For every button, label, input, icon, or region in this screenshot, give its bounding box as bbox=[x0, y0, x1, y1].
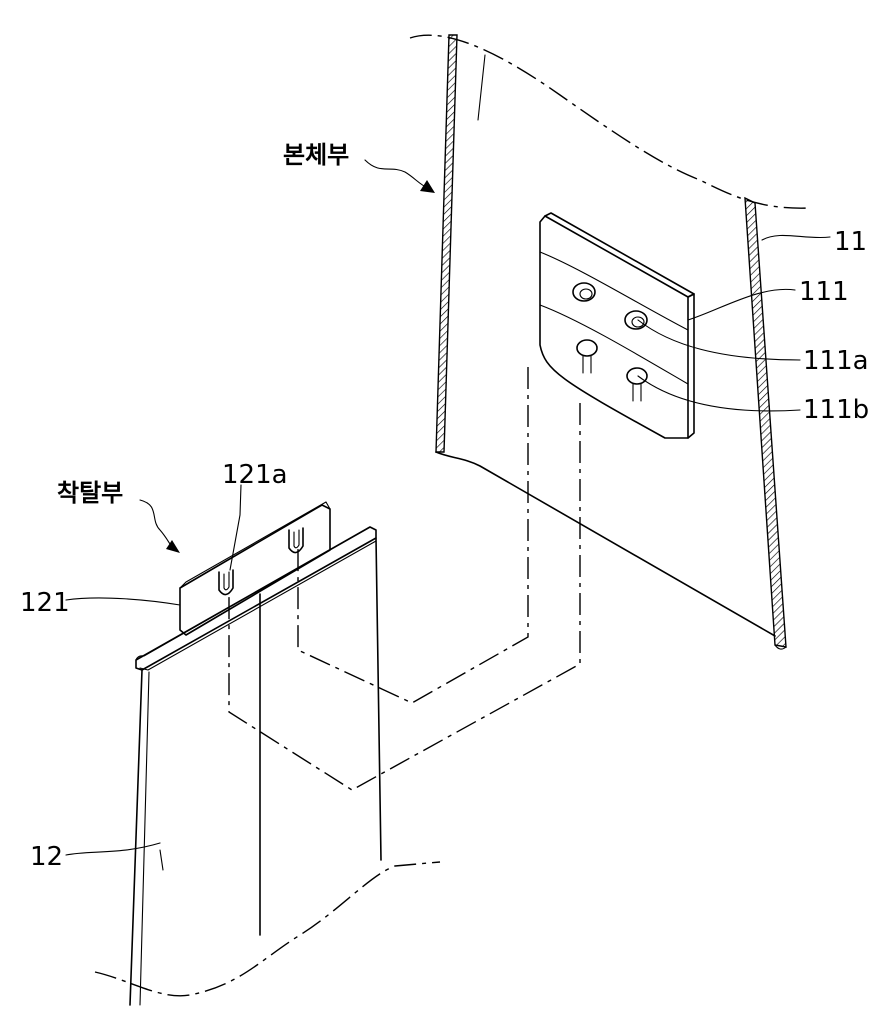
rail-top-inner bbox=[135, 526, 371, 661]
label-12: 12 bbox=[30, 842, 63, 872]
panel-shade-line bbox=[159, 849, 164, 871]
arrow-detach-part bbox=[166, 540, 180, 553]
main-body-11 bbox=[409, 34, 811, 650]
plate-groove-2 bbox=[539, 304, 689, 385]
leader-detach-part bbox=[139, 499, 174, 549]
arrow-body-part bbox=[420, 180, 435, 193]
alignment-line-111b bbox=[228, 403, 581, 791]
panel-left-inner bbox=[139, 671, 150, 1006]
label-121: 121 bbox=[20, 588, 70, 618]
label-detach-part: 착탈부 bbox=[57, 479, 123, 507]
label-body-part: 본체부 bbox=[283, 141, 349, 169]
labels: 본체부 착탈부 11 111 111a 111b 121a 121 12 bbox=[20, 141, 869, 872]
plate-hole-lower-left-111a bbox=[576, 339, 598, 374]
hook-right-121a bbox=[288, 527, 304, 554]
body-bottom-corner bbox=[774, 644, 787, 650]
plate-hole-upper-left bbox=[572, 282, 596, 302]
mount-plate-111 bbox=[539, 212, 695, 439]
leader-12 bbox=[65, 842, 161, 856]
alignment-lines bbox=[228, 367, 581, 791]
body-right-wall-hatch bbox=[744, 196, 787, 648]
mount-plate-face bbox=[539, 215, 689, 439]
mount-plate-top-edge bbox=[544, 212, 695, 298]
plate-hole-upper-right bbox=[624, 310, 648, 330]
panel-left-edge bbox=[129, 669, 143, 1006]
plate-groove-1 bbox=[539, 251, 689, 331]
leader-lines bbox=[65, 159, 831, 856]
rail-underside bbox=[139, 540, 377, 671]
tab-plate-top-edge bbox=[179, 501, 331, 589]
label-111: 111 bbox=[799, 277, 849, 307]
tab-plate-121 bbox=[179, 504, 331, 636]
label-111a: 111a bbox=[803, 346, 869, 376]
body-shade-line bbox=[477, 54, 486, 121]
leader-111b bbox=[637, 375, 801, 412]
hook-left-121a bbox=[218, 569, 234, 596]
leader-111 bbox=[687, 288, 796, 321]
body-top-break-line bbox=[409, 34, 811, 209]
label-111b: 111b bbox=[803, 395, 869, 425]
label-11: 11 bbox=[834, 227, 867, 257]
leader-111a bbox=[637, 319, 801, 361]
leader-11 bbox=[761, 234, 831, 241]
detachable-part-12 bbox=[94, 501, 441, 1006]
leader-121 bbox=[65, 597, 181, 606]
alignment-line-111a bbox=[297, 367, 529, 704]
panel-right-edge bbox=[375, 537, 382, 861]
label-121a: 121a bbox=[222, 460, 288, 490]
panel-bottom-break-line bbox=[94, 861, 441, 997]
leader-121a bbox=[229, 484, 242, 571]
body-left-wall-hatch bbox=[435, 34, 458, 453]
leader-body-part bbox=[364, 159, 429, 189]
plate-hole-lower-right-111b bbox=[626, 367, 648, 402]
body-bottom-edge bbox=[435, 451, 776, 637]
mount-plate-side-edge bbox=[687, 293, 695, 439]
